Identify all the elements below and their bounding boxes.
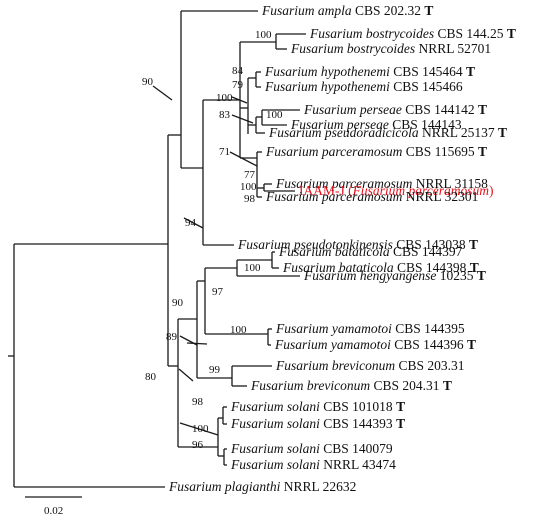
taxon-label: Fusarium pseudoradicicola NRRL 25137 T: [268, 125, 507, 140]
bootstrap-value: 89: [166, 331, 178, 343]
bootstrap-value: 99: [209, 364, 221, 376]
taxon-label: Fusarium plagianthi NRRL 22632: [168, 479, 356, 494]
bootstrap-value: 96: [192, 439, 204, 451]
taxon-label: Fusarium yamamotoi CBS 144396 T: [274, 337, 476, 352]
taxon-label: Fusarium hypothenemi CBS 145466: [264, 79, 463, 94]
taxon-labels: Fusarium ampla CBS 202.32 T Fusarium bos…: [168, 3, 516, 494]
bootstrap-value: 98: [192, 396, 204, 408]
scale-bar: 0.02: [25, 496, 82, 517]
taxon-label: Fusarium yamamotoi CBS 144395: [275, 321, 465, 336]
taxon-label: Fusarium perseae CBS 144143: [290, 117, 462, 132]
bootstrap-value: 71: [219, 146, 230, 158]
taxon-label: Fusarium hengyangense 10235 T: [303, 268, 486, 283]
bootstrap-value: 100: [240, 181, 257, 193]
bootstrap-value: 84: [232, 65, 244, 77]
taxon-label: Fusarium parceramosum NRRL 31158: [275, 176, 488, 191]
taxon-label: Fusarium hypothenemi CBS 145464 T: [264, 64, 475, 79]
taxon-label: Fusarium parceramosum CBS 115695 T: [265, 144, 487, 159]
bootstrap-value: 100: [230, 324, 247, 336]
bootstrap-value: 100: [255, 29, 272, 41]
bootstrap-value: 98: [244, 193, 256, 205]
taxon-label: Fusarium breviconum CBS 204.31 T: [250, 378, 452, 393]
taxon-label: Fusarium solani CBS 140079: [230, 441, 393, 456]
bootstrap-values: 90 100 84 79 100 83 100 71 77 100 98 94 …: [142, 29, 283, 451]
bootstrap-value: 94: [185, 217, 197, 229]
bootstrap-value: 100: [192, 423, 209, 435]
bootstrap-value: 100: [266, 109, 283, 121]
taxon-label: Fusarium perseae CBS 144142 T: [303, 102, 487, 117]
bootstrap-value: 100: [216, 92, 233, 104]
taxon-label: Fusarium solani NRRL 43474: [230, 457, 396, 472]
taxon-label: Fusarium parceramosum NRRL 32301: [265, 189, 478, 204]
taxon-label: Fusarium solani CBS 144393 T: [230, 416, 405, 431]
taxon-label: Fusarium pseudotonkinensis CBS 143038 T: [237, 237, 478, 252]
bootstrap-value: 100: [244, 262, 261, 274]
taxon-label: Fusarium bataticola CBS 144397: [278, 244, 463, 259]
bootstrap-value: 80: [145, 371, 157, 383]
taxon-label: Fusarium breviconum CBS 203.31: [275, 358, 465, 373]
taxon-label-highlighted: IAAM-J (Fusarium parceramosum): [299, 183, 494, 198]
taxon-label: Fusarium solani CBS 101018 T: [230, 399, 405, 414]
taxon-label: Fusarium bataticola CBS 144398 T: [282, 260, 479, 275]
taxon-label: Fusarium bostrycoides CBS 144.25 T: [309, 26, 516, 41]
bootstrap-connectors: [152, 85, 258, 436]
scale-bar-label: 0.02: [44, 505, 63, 517]
bootstrap-value: 97: [212, 286, 224, 298]
bootstrap-value: 83: [219, 109, 231, 121]
bootstrap-value: 90: [172, 297, 184, 309]
taxon-label: Fusarium bostrycoides NRRL 52701: [290, 41, 491, 56]
bootstrap-value: 79: [232, 79, 244, 91]
bootstrap-value: 90: [142, 76, 154, 88]
bootstrap-value: 77: [244, 169, 256, 181]
taxon-label: Fusarium ampla CBS 202.32 T: [261, 3, 433, 18]
